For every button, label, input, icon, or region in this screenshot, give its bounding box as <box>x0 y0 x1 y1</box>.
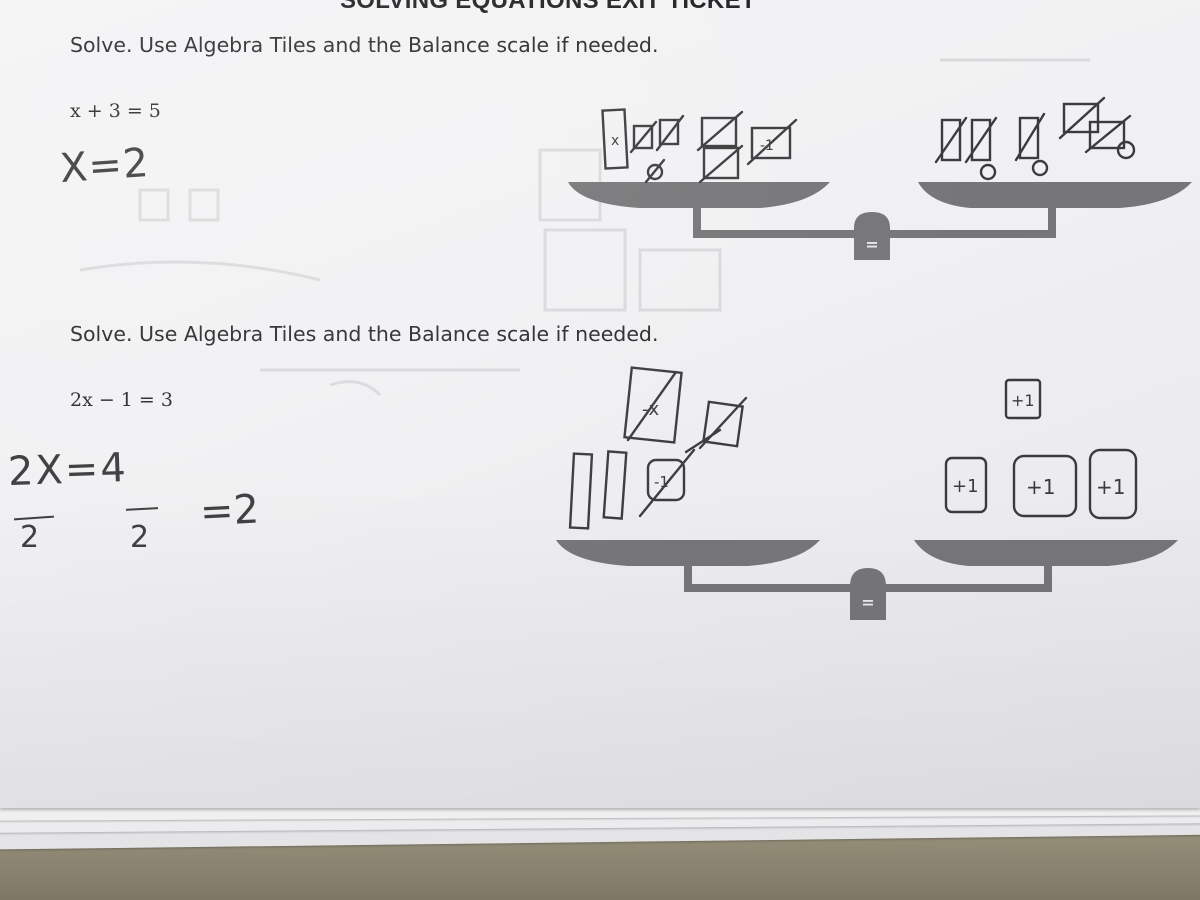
svg-text:+1: +1 <box>952 476 979 497</box>
tile-minus-one-crossed <box>1084 114 1132 154</box>
problem-2-balance-scale: = <box>556 540 1178 620</box>
tile-negative-x-crossed: -x <box>623 366 683 444</box>
worksheet-title: SOLVING EQUATIONS EXIT TICKET <box>340 0 756 14</box>
tile-minus-one-crossed <box>698 144 744 184</box>
right-pan <box>918 182 1192 208</box>
scale-equal-sign: = <box>865 235 878 254</box>
tile-plus-one-crossed <box>655 114 685 152</box>
tile-plus-one: +1 <box>944 456 988 514</box>
tile-plus-one-crossed <box>629 120 658 154</box>
scale-fulcrum <box>850 568 886 620</box>
problem-2-denominator-left: 2 <box>20 520 40 555</box>
tile-plus-one: +1 <box>1088 448 1138 520</box>
problem-2-equation: 2x − 1 = 3 <box>70 389 173 411</box>
tile-x: x <box>601 108 629 170</box>
svg-text:+1: +1 <box>1026 475 1055 499</box>
scale-equal-sign: = <box>861 593 874 612</box>
problem-2-instruction: Solve. Use Algebra Tiles and the Balance… <box>70 322 659 346</box>
svg-text:+1: +1 <box>1011 391 1035 410</box>
right-pan <box>914 540 1178 566</box>
tile-x <box>602 450 628 520</box>
exit-ticket-worksheet: SOLVING EQUATIONS EXIT TICKET Solve. Use… <box>0 0 1200 808</box>
left-pan <box>556 540 820 566</box>
tile-zero-crossed <box>644 158 666 184</box>
handdrawn-algebra-tiles: x -1 <box>568 96 1138 530</box>
problem-1-balance-scale: = <box>568 182 1192 260</box>
svg-text:-1: -1 <box>654 473 669 491</box>
tile-plus-one-crossed <box>696 110 744 152</box>
tile-plus-one: +1 <box>1012 454 1078 518</box>
tile-minus-one-crossed: -1 <box>638 448 696 518</box>
problem-1-instruction: Solve. Use Algebra Tiles and the Balance… <box>70 33 659 57</box>
tile-x <box>568 452 594 530</box>
problem-1-equation: x + 3 = 5 <box>70 100 161 122</box>
left-pan <box>568 182 830 208</box>
svg-text:+1: +1 <box>1096 475 1125 499</box>
tile-minus-one-crossed <box>1058 96 1106 140</box>
tile-plus-one: +1 <box>1004 378 1042 420</box>
scale-fulcrum <box>854 212 890 260</box>
tile-plus-one-crossed <box>698 396 748 450</box>
problem-2-denominator-right: 2 <box>130 520 150 555</box>
tile-plus-one-crossed <box>1014 112 1046 162</box>
tile-plus-one-crossed <box>934 116 968 164</box>
svg-text:-x: -x <box>642 399 659 420</box>
svg-text:x: x <box>611 133 619 149</box>
tile-minus-one-crossed: -1 <box>746 118 798 166</box>
svg-text:-1: -1 <box>760 138 774 154</box>
tile-plus-one-crossed <box>964 116 998 164</box>
tile-zero <box>979 140 1136 181</box>
